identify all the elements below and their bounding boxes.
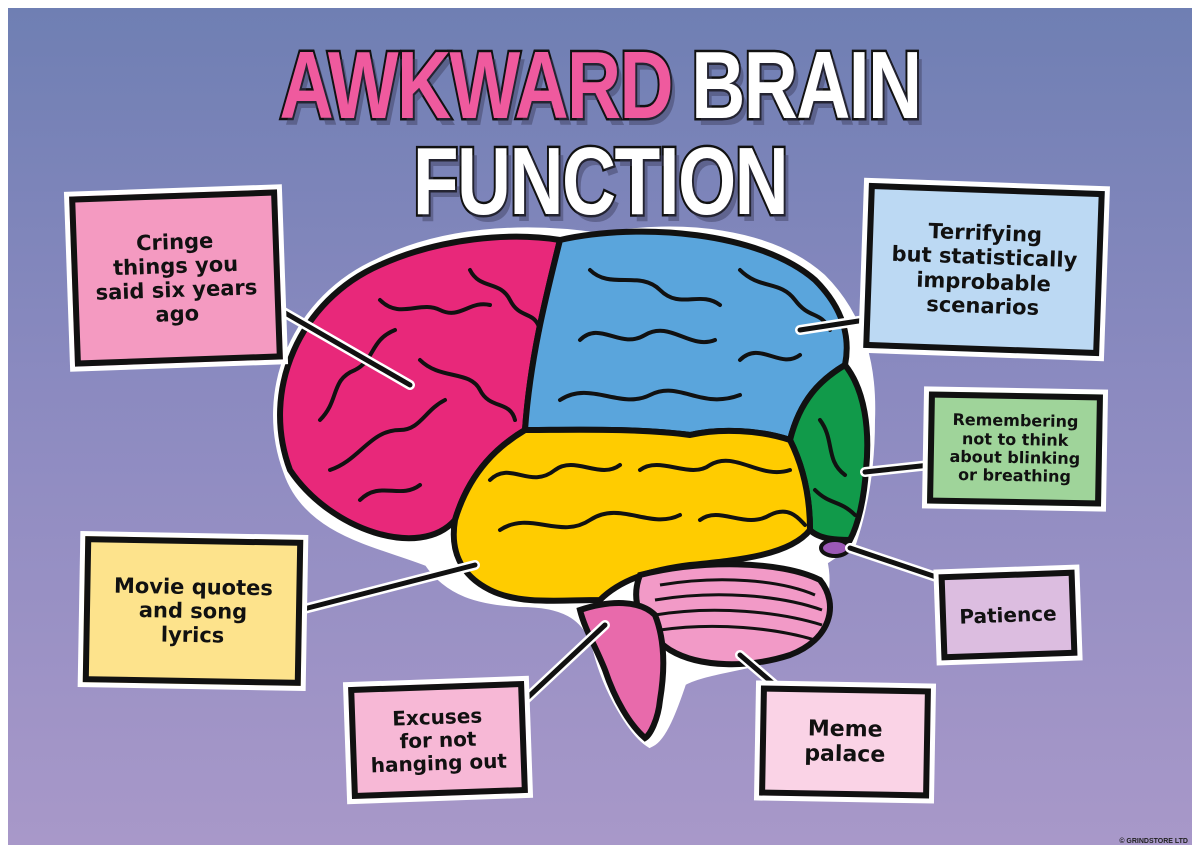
brain-gyri	[318, 268, 857, 532]
label-meme-palace: Meme palace	[759, 685, 931, 799]
label-line: and song	[138, 597, 248, 624]
title-brain-function: BRAIN FUNCTION	[411, 32, 924, 235]
copyright-notice: © GRINDSTORE LTD	[1119, 838, 1188, 845]
label-line: Meme	[807, 716, 883, 743]
label-line: Patience	[958, 600, 1057, 629]
leader-lines	[277, 307, 948, 703]
label-line: palace	[804, 741, 886, 768]
label-line: hanging out	[370, 748, 508, 777]
label-excuses: Excuses for not hanging out	[348, 680, 528, 800]
pituitary-nub	[819, 538, 851, 558]
title-awkward: AWKWARD	[277, 32, 675, 139]
label-remembering: Remembering not to think about blinking …	[927, 391, 1103, 507]
label-cringe: Cringe things you said six years ago	[69, 189, 283, 367]
label-line: or breathing	[957, 465, 1072, 487]
label-terrifying: Terrifying but statistically improbable …	[863, 182, 1105, 357]
label-line: lyrics	[160, 622, 225, 648]
poster-title: AWKWARD BRAIN FUNCTION	[138, 35, 1062, 232]
cerebellum-folds	[654, 578, 823, 642]
label-movie-quotes: Movie quotes and song lyrics	[82, 536, 304, 686]
brain-stem	[576, 600, 667, 742]
label-line: Movie quotes	[113, 573, 274, 601]
label-patience: Patience	[938, 569, 1078, 661]
